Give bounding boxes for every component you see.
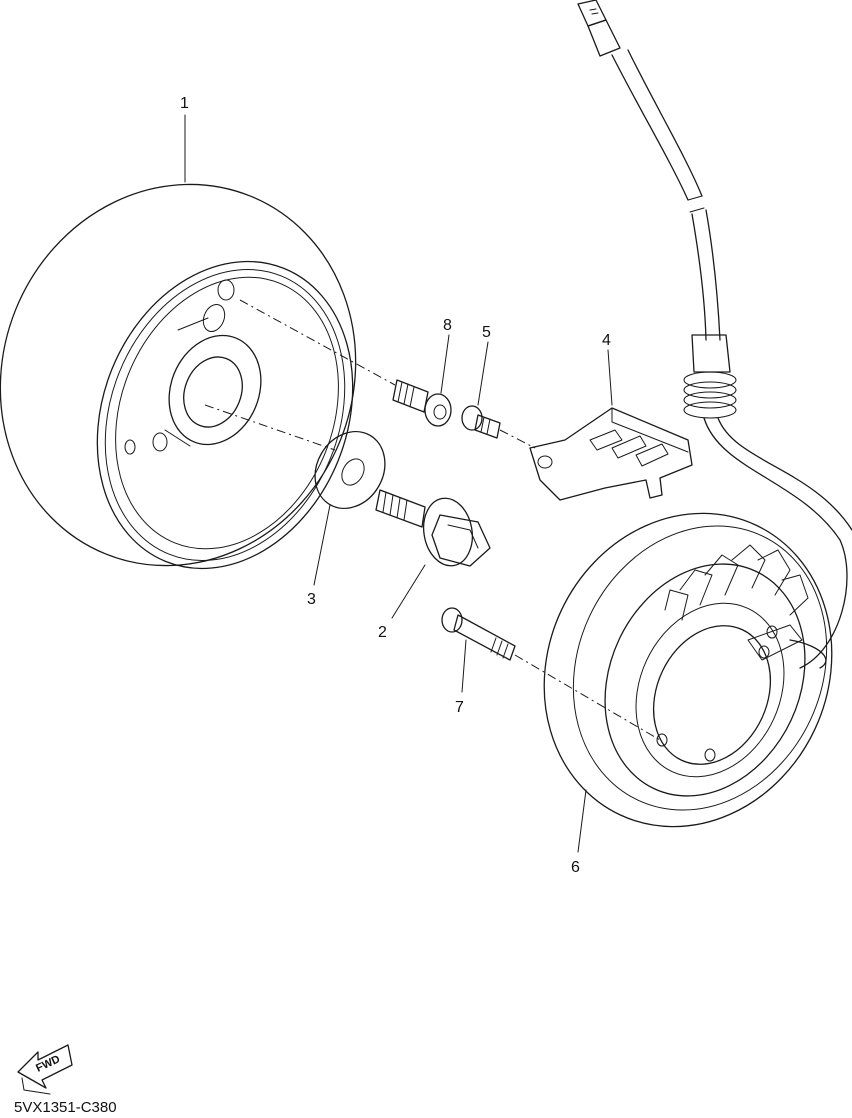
- centerline-rotor-lower: [204, 404, 336, 451]
- leader-3: [313, 504, 331, 586]
- callout-7: 7: [455, 699, 464, 716]
- centerline-screw: [499, 429, 536, 449]
- callout-8: 8: [443, 317, 452, 334]
- rotor-bolt-part-8: [392, 379, 452, 427]
- clamp-part-4: [529, 407, 693, 501]
- callout-2: 2: [378, 624, 387, 641]
- leader-7: [461, 639, 467, 693]
- leader-8: [440, 334, 450, 394]
- diagram-code: 5VX1351-C380: [14, 1099, 117, 1116]
- leader-6: [577, 789, 587, 853]
- leader-2: [391, 564, 426, 619]
- fwd-arrow-icon: FWD: [17, 1044, 73, 1095]
- callout-4: 4: [602, 332, 611, 349]
- wire-harness: [577, 0, 852, 669]
- centerline-rotor-upper: [239, 299, 396, 386]
- callout-5: 5: [482, 324, 491, 341]
- stator-part-6: [543, 512, 833, 828]
- screw-part-5: [461, 405, 501, 439]
- stator-bolt-part-7: [441, 607, 516, 661]
- bolt-part-2: [375, 489, 491, 567]
- leader-4: [607, 349, 613, 406]
- leader-5: [477, 341, 489, 406]
- rotor-part-1: [0, 183, 357, 570]
- callout-6: 6: [571, 859, 580, 876]
- callout-3: 3: [307, 591, 316, 608]
- centerline-stator: [514, 654, 661, 741]
- callout-1: 1: [180, 95, 189, 112]
